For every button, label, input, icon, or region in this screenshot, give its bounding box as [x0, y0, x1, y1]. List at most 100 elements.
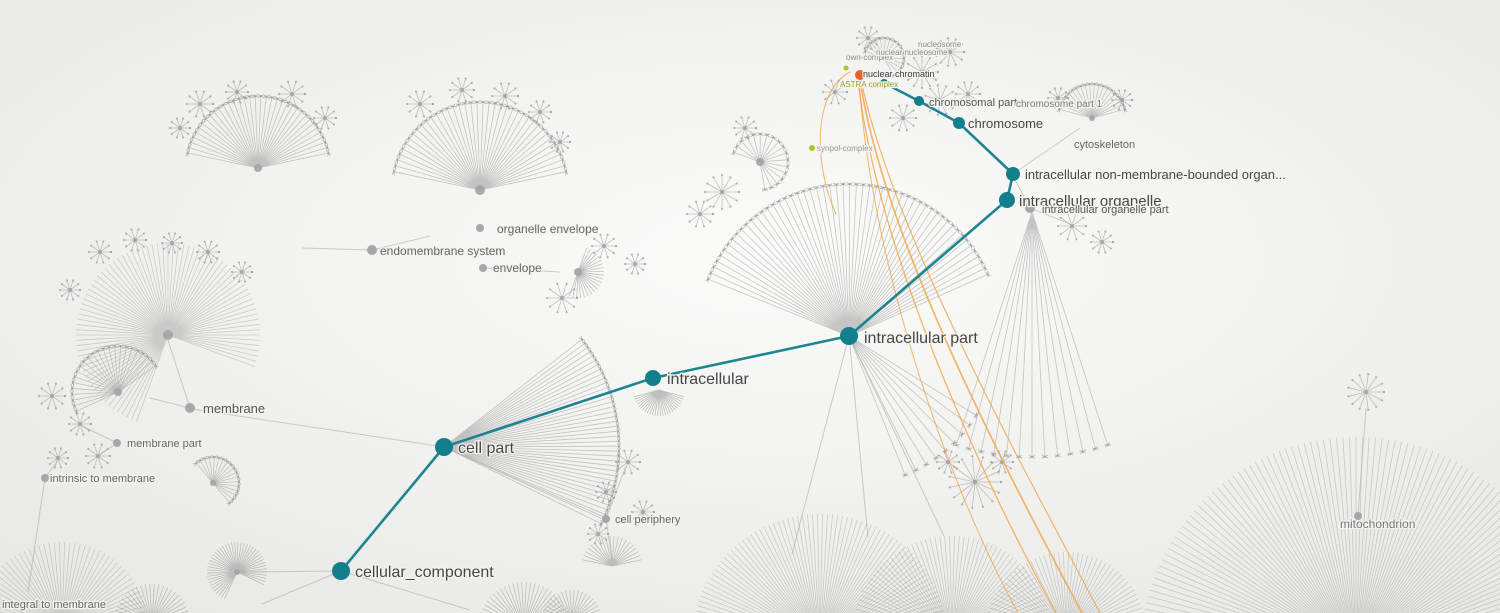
node-label-membrane-part[interactable]: membrane part — [126, 437, 203, 452]
cluster-center-dot — [866, 36, 870, 40]
go-node-cellular_component[interactable] — [332, 562, 350, 580]
node-label-cell-part[interactable]: cell part — [457, 439, 516, 459]
gray-term-node[interactable] — [1025, 203, 1035, 213]
cluster-center-dot — [881, 55, 887, 61]
cluster-fan — [37, 382, 67, 410]
cluster-fan — [855, 535, 1049, 613]
cluster-spokes — [695, 513, 945, 613]
node-label-envelope[interactable]: envelope — [492, 260, 544, 277]
gray-term-node[interactable] — [476, 224, 484, 232]
node-label-chromosome[interactable]: chromosome — [967, 115, 1045, 133]
node-label-nuclear-nucleosome[interactable]: nuclear nucleosome — [875, 47, 950, 59]
go-node-intracellular_non_membrane_bounded_organelle[interactable] — [1006, 167, 1020, 181]
cluster-center-dot — [596, 532, 600, 536]
node-label-astra-complex[interactable]: ASTRA complex — [839, 79, 900, 91]
cluster-fan — [590, 233, 618, 259]
cluster-spokes — [588, 524, 608, 544]
cluster-fan — [122, 228, 148, 252]
cluster-center-dot — [901, 116, 905, 120]
cluster-spokes — [232, 262, 252, 282]
cluster-center-dot — [235, 90, 239, 94]
cluster-center-dot — [206, 250, 210, 254]
gray-term-node[interactable] — [113, 439, 121, 447]
cluster-fan — [988, 551, 1144, 613]
cluster-center-dot — [50, 394, 54, 398]
node-label-own-complex[interactable]: own-complex — [845, 52, 895, 64]
cluster-center-dot — [1364, 390, 1368, 394]
cluster-fan — [953, 211, 1111, 459]
cluster-spokes — [279, 81, 305, 107]
node-label-intracellular-non-membrane-bounded-organ[interactable]: intracellular non-membrane-bounded organ… — [1024, 166, 1287, 184]
gray-term-node[interactable] — [1354, 512, 1362, 520]
cluster-fan — [935, 37, 966, 67]
cluster-center-dot — [163, 330, 173, 340]
node-label-cytoskeleton[interactable]: cytoskeleton — [1073, 138, 1137, 153]
cluster-spokes — [0, 541, 147, 613]
go-node-cell_part[interactable] — [435, 438, 453, 456]
node-label-cell-periphery[interactable]: cell periphery — [614, 513, 682, 528]
gray-term-node[interactable] — [41, 474, 49, 482]
node-label-membrane[interactable]: membrane — [202, 400, 267, 418]
cluster-center-dot — [78, 422, 82, 426]
cluster-fan — [168, 117, 192, 139]
node-label-integral-to-membrane[interactable]: integral to membrane — [1, 598, 107, 613]
cluster-fan — [277, 80, 307, 108]
cluster-fan — [160, 232, 184, 254]
cluster-spokes — [734, 117, 756, 139]
go-node-chromosome[interactable] — [953, 117, 965, 129]
cluster-fan — [582, 536, 642, 567]
green-accent-node-1[interactable] — [843, 65, 849, 71]
node-label-intracellular-organelle-part[interactable]: intracellular organelle part — [1041, 203, 1170, 218]
cluster-spokes — [616, 450, 640, 474]
gray-term-node[interactable] — [479, 264, 487, 272]
green-accent-node-2[interactable] — [809, 145, 815, 151]
cluster-fan — [224, 80, 250, 104]
go-node-chromosomal_part[interactable] — [914, 96, 924, 106]
cluster-spokes — [195, 456, 240, 504]
node-label-intrinsic-to-membrane[interactable]: intrinsic to membrane — [49, 472, 157, 487]
node-label-intracellular-organelle[interactable]: intracellular organelle — [1018, 192, 1163, 212]
cluster-spokes — [124, 229, 146, 251]
cluster-fan — [888, 104, 918, 132]
node-label-endomembrane-system[interactable]: endomembrane system — [379, 243, 507, 260]
node-label-chromosomal-part[interactable]: chromosomal part — [928, 96, 1019, 111]
cluster-spokes — [76, 243, 260, 422]
node-label-synpol-complex[interactable]: synpol-complex — [816, 143, 874, 155]
cluster-fan — [195, 240, 221, 264]
cluster-fan — [586, 523, 610, 545]
node-label-organelle-envelope[interactable]: organelle envelope — [496, 221, 600, 238]
cluster-center-dot — [966, 92, 970, 96]
node-label-mitochondrion[interactable]: mitochondrion — [1339, 516, 1417, 533]
cluster-tip-crosses — [862, 36, 906, 79]
cluster-center-dot — [1100, 240, 1104, 244]
cluster-center-dot — [833, 90, 837, 94]
node-label-nuclear-chromatin[interactable]: nuclear chromatin — [862, 68, 936, 81]
node-label-cellular-component[interactable]: cellular_component — [354, 563, 496, 583]
cluster-spokes — [547, 283, 577, 313]
cluster-center-dot — [920, 70, 924, 74]
node-label-intracellular[interactable]: intracellular — [666, 370, 751, 390]
cluster-center-dot — [290, 92, 294, 96]
node-label-intracellular-part[interactable]: intracellular part — [863, 329, 980, 349]
go-node-intracellular[interactable] — [645, 370, 661, 386]
cluster-fan — [685, 200, 715, 228]
node-label-chromosome-part-1[interactable]: chromosome part 1 — [1015, 98, 1104, 112]
gray-term-node[interactable] — [602, 515, 610, 523]
cluster-fan — [568, 247, 605, 299]
go-node-intracellular_part[interactable] — [840, 327, 858, 345]
cluster-fan — [76, 243, 260, 422]
nucleosome-highlight-node[interactable] — [855, 70, 865, 80]
gray-term-node[interactable] — [367, 245, 377, 255]
cluster-fan — [904, 54, 940, 90]
highlight-edge — [957, 121, 1015, 176]
cluster-fan — [545, 282, 579, 314]
cluster-fan — [855, 26, 881, 50]
cluster-spokes — [733, 133, 788, 190]
go-node-nucleosome_cluster[interactable] — [880, 79, 888, 87]
gray-term-node[interactable] — [185, 403, 195, 413]
cluster-fan — [614, 449, 642, 475]
node-label-nucleosome[interactable]: nucleosome — [917, 39, 963, 51]
go-node-intracellular_organelle[interactable] — [999, 192, 1015, 208]
